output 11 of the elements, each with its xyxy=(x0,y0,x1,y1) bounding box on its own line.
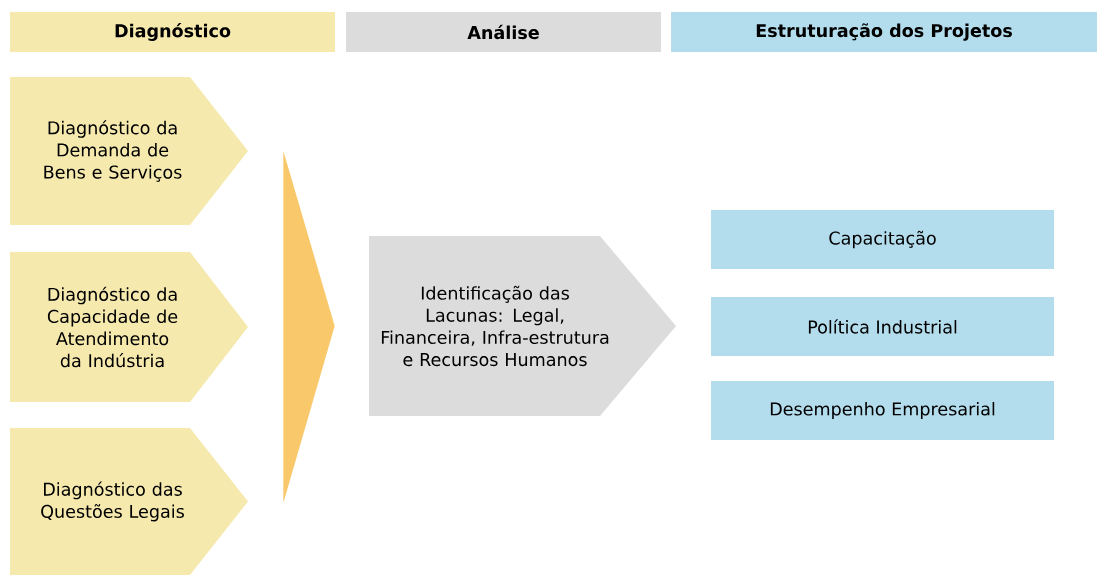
chevron-box: Diagnóstico da Demanda de Bens e Serviços xyxy=(10,77,248,225)
chevron-box: Diagnóstico das Questões Legais xyxy=(10,428,248,575)
process-box: Política Industrial xyxy=(711,297,1054,356)
header-band: Diagnóstico xyxy=(10,12,335,52)
chevron-box: Identificação das Lacunas: Legal, Financeira, Infra-estrutura e Recursos Humanos xyxy=(369,236,676,416)
header-band: Estruturação dos Projetos xyxy=(671,12,1097,52)
process-box: Desempenho Empresarial xyxy=(711,381,1054,440)
process-box: Capacitação xyxy=(711,210,1054,269)
triangle-arrow xyxy=(283,151,335,503)
header-band: Análise xyxy=(346,12,661,52)
chevron-box: Diagnóstico da Capacidade de Atendimento da Indústria xyxy=(10,252,248,402)
